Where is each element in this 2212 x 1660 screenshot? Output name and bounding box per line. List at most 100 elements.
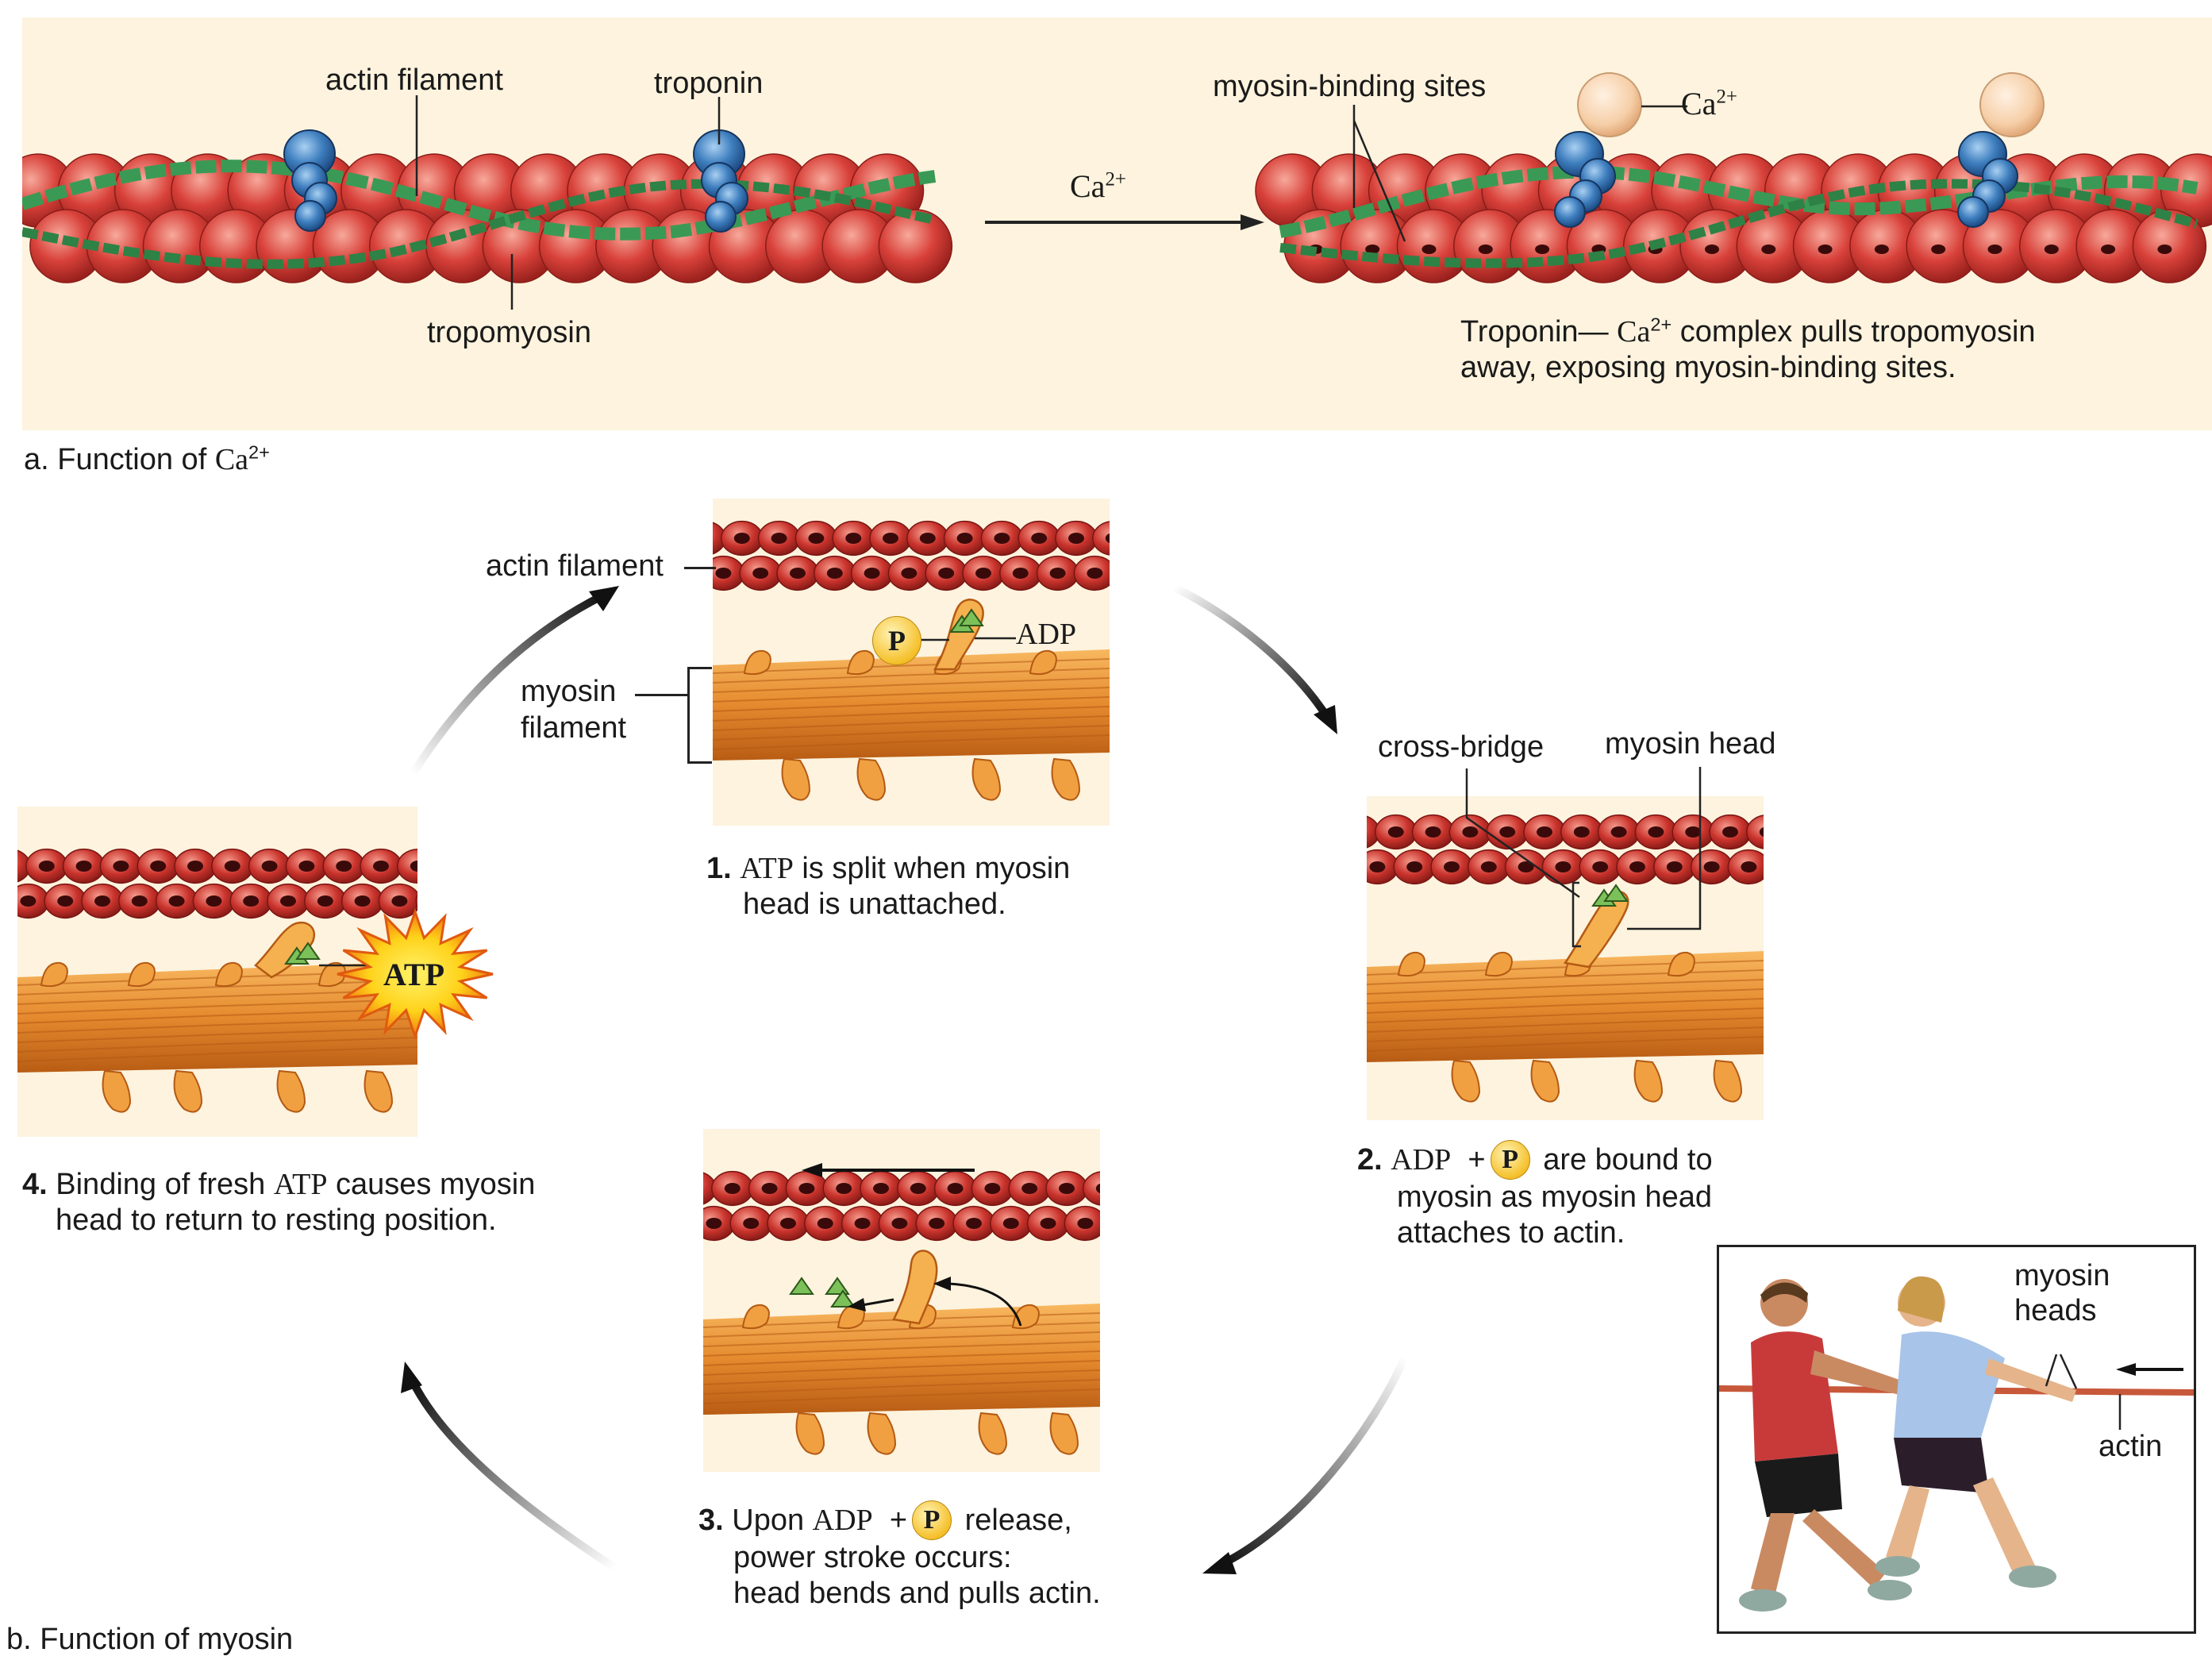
label-myosin-head: myosin head <box>1605 727 1776 761</box>
binding-site <box>2044 245 2059 254</box>
step-3-graphic <box>703 1163 1100 1455</box>
troponin-calcium-complex-2 <box>1957 72 2045 228</box>
step-4-panel <box>17 807 417 1137</box>
myosin-head <box>795 1412 825 1455</box>
binding-site <box>1761 245 1776 254</box>
label-myosin-heads: myosin heads <box>2014 1259 2110 1327</box>
myosin-head <box>364 1069 394 1113</box>
cycle-arrow-2-to-3 <box>1220 1355 1409 1568</box>
step-4-caption: 4. Binding of fresh ATP causes myosin he… <box>22 1168 536 1237</box>
myosin-head <box>856 757 887 801</box>
step-1-caption: 1. ATP is split when myosin head is unat… <box>706 852 1071 921</box>
step-2-graphic <box>1367 814 1764 1103</box>
adp-molecule <box>825 1277 850 1295</box>
adp-molecule <box>1603 884 1629 902</box>
myosin-head <box>837 1304 865 1330</box>
myosin-head <box>971 757 1002 801</box>
tug-of-war-graphic <box>1719 1276 2194 1612</box>
myosin-head <box>867 1412 897 1455</box>
binding-site <box>1478 245 1493 254</box>
label-calcium-arrow: Ca2+ <box>1070 168 1126 204</box>
actin-subunit <box>878 209 953 283</box>
myosin-head <box>781 757 811 801</box>
troponin-complex-left <box>283 129 337 232</box>
label-actin-inset: actin <box>2099 1430 2163 1463</box>
part-b-caption: b. Function of myosin <box>6 1623 294 1656</box>
myosin-head <box>102 1069 132 1113</box>
person-blue-shirt <box>1875 1276 2076 1588</box>
adp-molecule <box>830 1289 856 1308</box>
cycle-arrow-1-to-2 <box>1172 584 1329 717</box>
tropomyosin-strand-left <box>22 160 937 241</box>
part-a-caption: a. Function of Ca2+ <box>24 441 270 476</box>
binding-site <box>1987 245 2002 254</box>
label-myosin-filament: myosin filament <box>521 675 627 745</box>
myosin-head <box>1484 951 1513 977</box>
actin-filament <box>17 848 417 919</box>
label-atp: ATP <box>383 957 445 992</box>
myosin-head <box>276 1069 306 1113</box>
binding-site <box>1931 245 1946 254</box>
myosin-head <box>978 1412 1008 1455</box>
troponin-complex-middle <box>693 129 748 233</box>
actin-filament <box>703 1170 1100 1242</box>
myosin-head <box>214 961 243 988</box>
phosphate-icon: P <box>867 616 926 665</box>
myosin-head <box>1051 757 1081 801</box>
featured-myosin-head <box>254 921 315 979</box>
binding-site <box>1874 245 1889 254</box>
myosin-head <box>1029 649 1057 676</box>
featured-myosin-head <box>1563 890 1629 969</box>
myosin-filament <box>713 649 1110 761</box>
step-4-graphic <box>17 848 417 1113</box>
adp-molecule <box>295 942 321 960</box>
binding-site <box>1421 245 1437 254</box>
binding-site <box>1818 245 1833 254</box>
step-3-caption: 3. Upon ADP +P release, power stroke occ… <box>698 1500 1101 1612</box>
phosphate-icon: P <box>1490 1140 1530 1180</box>
myosin-head <box>1667 951 1695 977</box>
step-2-panel <box>1367 796 1764 1120</box>
binding-site <box>1365 245 1380 254</box>
label-cross-bridge: cross-bridge <box>1378 730 1545 764</box>
person-red-shirt <box>1739 1279 1918 1612</box>
tug-of-war-inset: myosin heads actin <box>1717 1245 2196 1634</box>
calcium-description: Troponin— Ca2+ complex pulls tropomyosin… <box>1460 314 2036 384</box>
myosin-head <box>1397 951 1425 977</box>
label-myosin-binding-sites: myosin-binding sites <box>1213 70 1487 103</box>
calcium-arrow <box>985 214 1264 230</box>
troponin-calcium-complex-1 <box>1554 72 1642 228</box>
step-3-panel <box>703 1129 1100 1472</box>
actin-filament <box>1367 814 1764 885</box>
myosin-head <box>127 961 156 988</box>
myosin-head <box>743 649 771 676</box>
step-2-caption: 2. ADP +P are bound to myosin as myosin … <box>1357 1140 1713 1251</box>
label-adp: ADP <box>1016 618 1077 651</box>
label-actin-filament-a: actin filament <box>325 64 503 97</box>
cycle-arrow-3-to-4 <box>409 1379 617 1572</box>
calcium-diagram-graphic <box>22 72 2212 310</box>
myosin-head <box>1713 1059 1743 1103</box>
step-1-graphic <box>713 520 1110 801</box>
myosin-head <box>1633 1059 1664 1103</box>
actin-filament <box>713 520 1110 591</box>
label-tropomyosin-a: tropomyosin <box>427 316 591 349</box>
myosin-head <box>846 649 875 676</box>
binding-site <box>1704 245 1719 254</box>
label-calcium-ion: Ca2+ <box>1681 86 1737 121</box>
calcium-function-panel: actin filament troponin tropomyosin myos… <box>22 17 2212 430</box>
binding-site <box>2101 245 2116 254</box>
myosin-head <box>40 961 68 988</box>
myosin-head <box>173 1069 203 1113</box>
myosin-filament <box>1367 951 1764 1062</box>
binding-site <box>1535 245 1550 254</box>
myosin-head <box>741 1304 770 1330</box>
adp-molecule <box>789 1277 814 1295</box>
label-troponin-a: troponin <box>654 67 764 100</box>
myosin-head <box>1451 1059 1481 1103</box>
adp-molecule <box>959 608 984 626</box>
myosin-filament-bracket <box>687 667 712 764</box>
myosin-head <box>1049 1412 1079 1455</box>
phosphate-icon: P <box>912 1500 952 1540</box>
leader-actin-filament-b <box>684 567 716 569</box>
